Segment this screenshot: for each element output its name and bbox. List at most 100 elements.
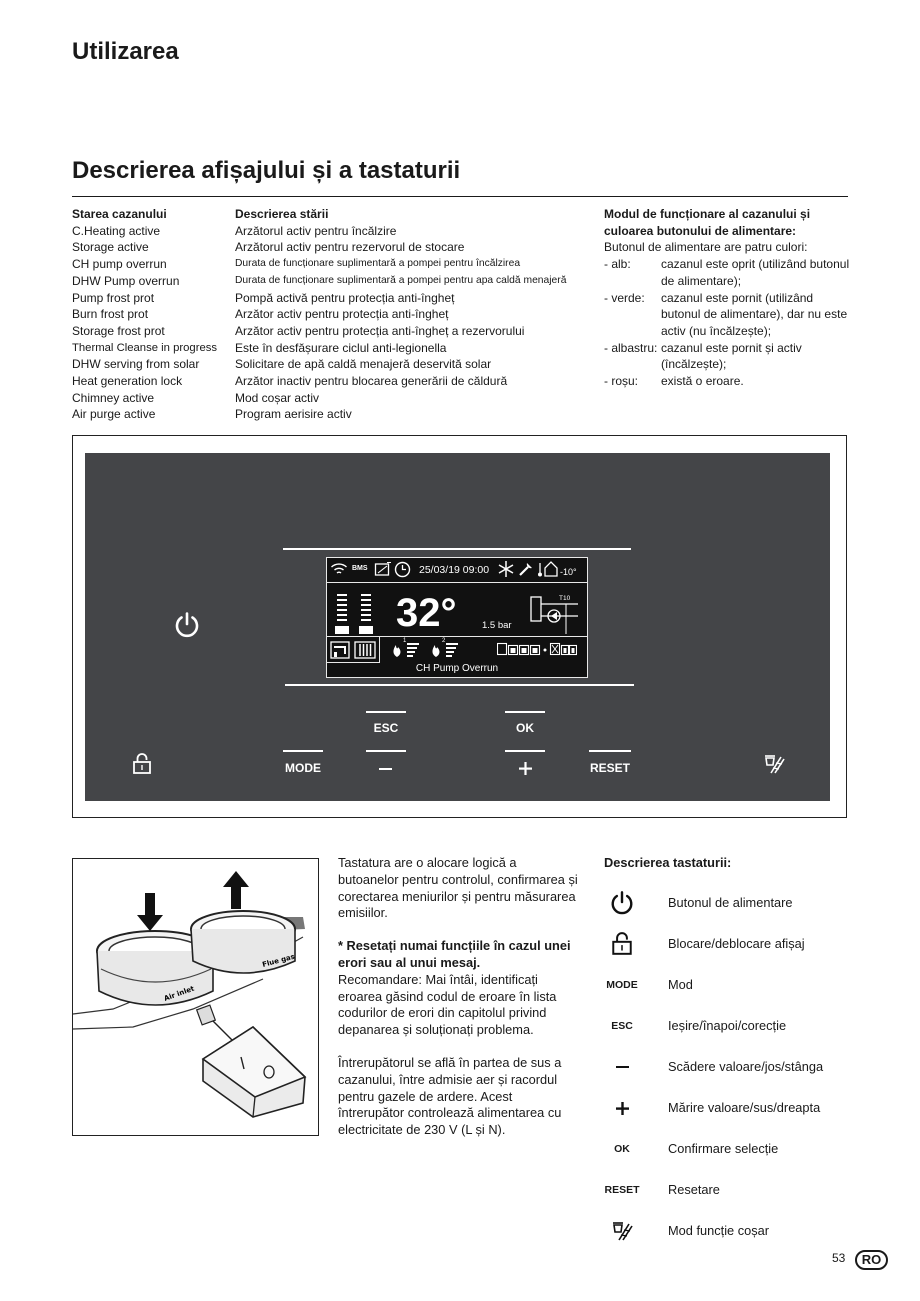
keys-legend-title: Descrierea tastaturii:	[604, 855, 732, 870]
list-item: ESC Ieșire/înapoi/corecție	[604, 1011, 864, 1041]
page-number: 53	[832, 1251, 846, 1265]
lcd-divider	[327, 636, 587, 637]
state-name: Air purge active	[72, 407, 156, 422]
mode-button[interactable]: MODE	[285, 761, 321, 775]
state-description: Durata de funcționare suplimentară a pom…	[235, 258, 521, 270]
reset-button[interactable]: RESET	[589, 761, 630, 775]
ok-button-line	[505, 711, 545, 713]
lcd-divider	[379, 636, 380, 663]
radiator-icon	[354, 641, 376, 659]
plus-button[interactable]	[519, 762, 532, 775]
outdoor-temperature-icon	[538, 561, 558, 577]
lcd-divider	[327, 662, 379, 663]
chimney-icon[interactable]	[763, 753, 785, 775]
color-text: există o eroare.	[661, 374, 744, 389]
lcd-divider	[327, 582, 587, 583]
power-colors-section: Modul de funcționare al cazanului și cul…	[604, 206, 854, 390]
snowflake-icon	[498, 561, 514, 577]
color-key: - roșu:	[604, 374, 639, 389]
state-column-header: Starea cazanului	[72, 207, 167, 221]
key-description: Mod	[668, 977, 693, 992]
esc-key-label: ESC	[611, 1020, 633, 1032]
state-description: Program aerisire activ	[235, 407, 352, 422]
keyboard-text: Tastatura are o alocare logică a butoane…	[338, 855, 578, 1155]
state-name: Storage active	[72, 240, 149, 255]
plus-button-line	[505, 750, 545, 752]
power-level-icon	[407, 643, 419, 657]
key-description: Mărire valoare/sus/dreapta	[668, 1100, 821, 1115]
display-top-line	[283, 548, 631, 550]
color-key: - albastru:	[604, 340, 658, 355]
state-name: DHW serving from solar	[72, 357, 200, 372]
list-item: OK Confirmare selecție	[604, 1134, 864, 1164]
minus-button[interactable]	[379, 768, 392, 770]
down-arrow-icon	[137, 893, 163, 931]
state-name: Pump frost prot	[72, 290, 155, 305]
mode-key-label: MODE	[606, 979, 638, 991]
states-table-header: Starea cazanului Descrierea stării	[72, 206, 592, 223]
key-icon-cell	[604, 1216, 640, 1246]
list-item: Scădere valoare/jos/stânga	[604, 1052, 864, 1082]
keys-legend: Descrierea tastaturii: Butonul de alimen…	[604, 855, 864, 1241]
outdoor-temperature: -10°	[560, 567, 577, 577]
status-text: CH Pump Overrun	[415, 663, 499, 674]
boiler-switch-illustration: Air inlet Flue gas	[72, 858, 319, 1136]
level-bars-icon	[335, 594, 373, 634]
state-description: Durata de funcționare suplimentară a pom…	[235, 274, 567, 286]
state-name: Thermal Cleanse in progress	[72, 341, 218, 354]
recommendation-text: Recomandare: Mai întâi, identificați ero…	[338, 971, 557, 1038]
state-name: DHW Pump overrun	[72, 273, 180, 288]
control-panel: ESC OK MODE RESET	[85, 453, 830, 801]
key-description: Mod funcție coșar	[668, 1223, 770, 1238]
wrench-icon	[519, 563, 532, 576]
flame-icon	[432, 645, 440, 657]
state-description: Arzător activ pentru protecția anti-îngh…	[235, 323, 525, 338]
list-item: Mod funcție coșar	[604, 1216, 864, 1246]
key-icon-cell	[604, 929, 640, 959]
list-item: RESET Resetare	[604, 1175, 864, 1205]
state-description: Arzătorul activ pentru încălzire	[235, 223, 397, 238]
list-item: Blocare/deblocare afișaj	[604, 929, 864, 959]
table-row: DHW Pump overrun Durata de funcționare su…	[72, 273, 592, 290]
key-icon-cell	[604, 1052, 640, 1082]
system-pressure: 1.5 bar	[482, 620, 512, 631]
state-name: Storage frost prot	[72, 323, 165, 338]
table-row: Storage frost prot Arzător activ pentru p…	[72, 323, 592, 340]
power-icon[interactable]	[173, 611, 201, 639]
esc-button[interactable]: ESC	[373, 721, 399, 735]
burner-1-label: 1	[403, 638, 407, 644]
key-description: Scădere valoare/jos/stânga	[668, 1059, 824, 1074]
minus-button-line	[366, 750, 406, 752]
lock-icon	[612, 932, 632, 955]
lcd-display: BMS 25/03/19 09:00 -10° 32° 1.5 bar	[326, 557, 588, 678]
minus-icon	[615, 1065, 629, 1069]
power-colors-intro: Butonul de alimentare are patru culori:	[604, 240, 808, 255]
list-item: - roșu: există o eroare.	[604, 373, 854, 390]
keyboard-intro: Tastatura are o alocare logică a butoane…	[338, 855, 578, 921]
state-name: Chimney active	[72, 390, 155, 405]
power-icon	[611, 891, 633, 915]
reset-warning: * Resetați numai funcțiile în cazul unei…	[338, 938, 578, 1039]
key-description: Confirmare selecție	[668, 1141, 779, 1156]
color-text: cazanul este oprit (utilizând butonul de…	[661, 257, 850, 288]
plus-icon	[615, 1101, 629, 1115]
list-item: MODE Mod	[604, 970, 864, 1000]
flue-ring: Flue gas	[190, 910, 296, 974]
state-name: Heat generation lock	[72, 374, 183, 389]
boiler-top-drawing: Air inlet Flue gas	[72, 871, 307, 1118]
key-description: Butonul de alimentare	[668, 895, 793, 910]
ok-button[interactable]: OK	[516, 721, 534, 735]
mode-button-line	[283, 750, 323, 752]
bms-label: BMS	[352, 565, 368, 572]
power-switch	[201, 1025, 307, 1118]
lock-icon[interactable]	[132, 753, 152, 775]
reset-key-label: RESET	[604, 1184, 640, 1196]
